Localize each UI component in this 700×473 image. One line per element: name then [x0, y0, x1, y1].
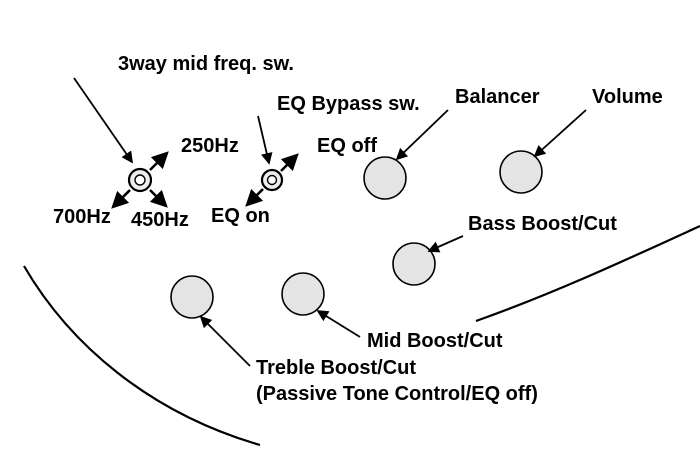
- arrow-to-450hz-icon: [149, 189, 168, 208]
- passive-tone-note-label: (Passive Tone Control/EQ off): [256, 383, 538, 405]
- arrow-to-eq-off-icon: [280, 153, 299, 172]
- eq-on-label: EQ on: [211, 205, 270, 227]
- balancer-label-leader: [395, 109, 449, 161]
- treble-boost-cut-label: Treble Boost/Cut: [256, 357, 416, 379]
- mid-freq-label-leader: [73, 77, 133, 164]
- volume-label-leader: [533, 109, 587, 158]
- eq-bypass-label-leader: [257, 115, 273, 165]
- volume-knob: [499, 150, 543, 194]
- mid-freq-switch: [127, 167, 153, 193]
- freq-450hz-label: 450Hz: [131, 209, 189, 231]
- arrow-to-250hz-icon: [149, 151, 169, 171]
- mid-knob: [281, 272, 325, 316]
- mid-boost-cut-label: Mid Boost/Cut: [367, 330, 503, 352]
- bass-boost-cut-label: Bass Boost/Cut: [468, 213, 617, 235]
- balancer-label: Balancer: [455, 86, 540, 108]
- bass-label-leader: [427, 235, 464, 253]
- bass-knob: [392, 242, 436, 286]
- eq-bypass-switch-inner: [266, 174, 278, 186]
- freq-700hz-label: 700Hz: [53, 206, 111, 228]
- arrow-to-700hz-icon: [111, 189, 131, 209]
- mid-freq-switch-inner: [134, 174, 146, 186]
- volume-label: Volume: [592, 86, 663, 108]
- body-edge-curve-left: [23, 265, 261, 447]
- mid-freq-switch-label: 3way mid freq. sw.: [118, 53, 294, 75]
- treble-knob: [170, 275, 214, 319]
- freq-250hz-label: 250Hz: [181, 135, 239, 157]
- arrow-to-eq-on-icon: [245, 188, 264, 207]
- body-edge-curve-right: [475, 224, 700, 323]
- eq-bypass-switch-label: EQ Bypass sw.: [277, 93, 420, 115]
- eq-bypass-switch: [260, 168, 284, 192]
- treble-label-leader: [199, 315, 251, 367]
- balancer-knob: [363, 156, 407, 200]
- mid-label-leader: [316, 310, 361, 338]
- eq-off-label: EQ off: [317, 135, 377, 157]
